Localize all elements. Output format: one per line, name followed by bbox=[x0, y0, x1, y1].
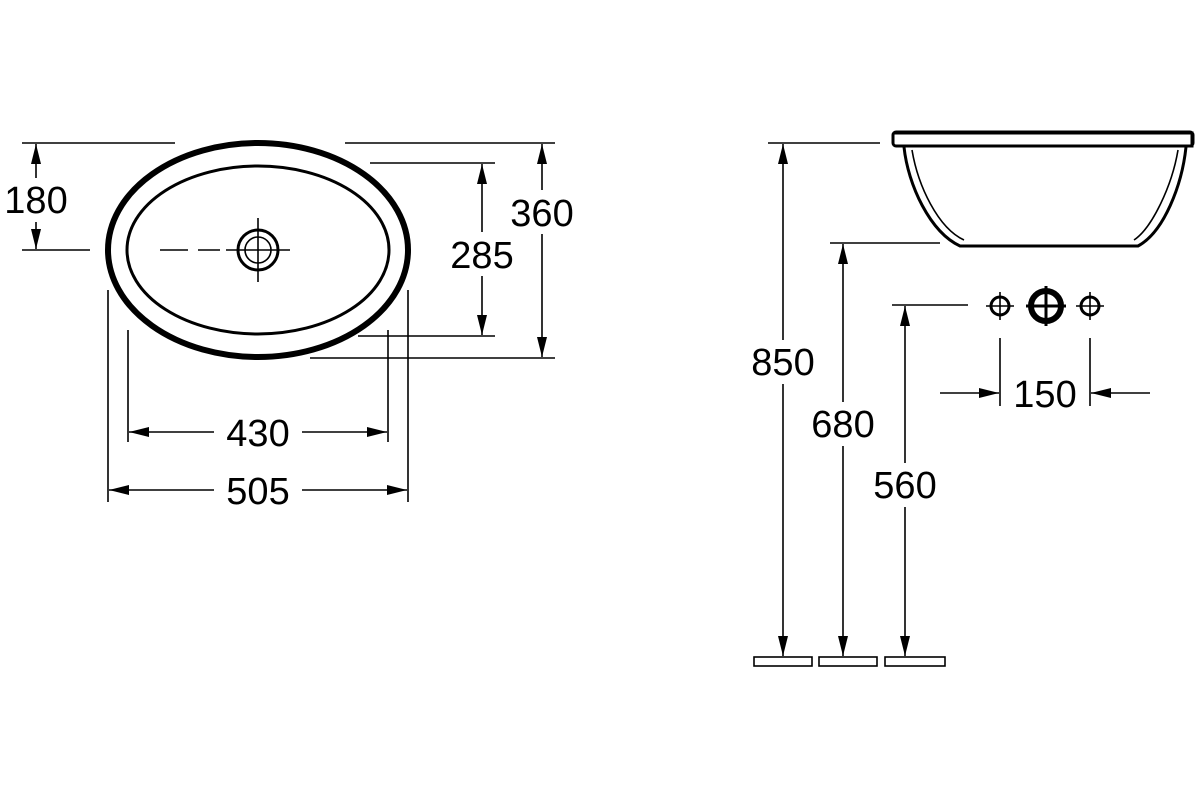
dim-150-label: 150 bbox=[1013, 374, 1076, 416]
dim-505-label: 505 bbox=[226, 471, 289, 513]
floor-block-middle bbox=[818, 656, 878, 667]
dim-680-label: 680 bbox=[811, 404, 874, 446]
cold-tap-icon bbox=[986, 292, 1014, 320]
faucet-icon bbox=[1026, 286, 1066, 326]
dim-285-label: 285 bbox=[450, 235, 513, 277]
hot-tap-icon bbox=[1076, 292, 1104, 320]
floor-block-left bbox=[753, 656, 813, 667]
dim-560-label: 560 bbox=[873, 465, 936, 507]
dim-430-label: 430 bbox=[226, 413, 289, 455]
dim-180-label: 180 bbox=[4, 180, 67, 222]
floor-block-right bbox=[884, 656, 946, 667]
side-view: 850 680 560 150 bbox=[745, 130, 1195, 667]
dim-360-label: 360 bbox=[510, 193, 573, 235]
basin-inner-bowl bbox=[125, 164, 391, 336]
dim-850-label: 850 bbox=[751, 342, 814, 384]
basin-outer-rim bbox=[105, 140, 411, 360]
drain-icon bbox=[226, 218, 290, 282]
top-view: 180 360 285 430 505 bbox=[0, 140, 579, 514]
basin-section bbox=[891, 130, 1195, 248]
